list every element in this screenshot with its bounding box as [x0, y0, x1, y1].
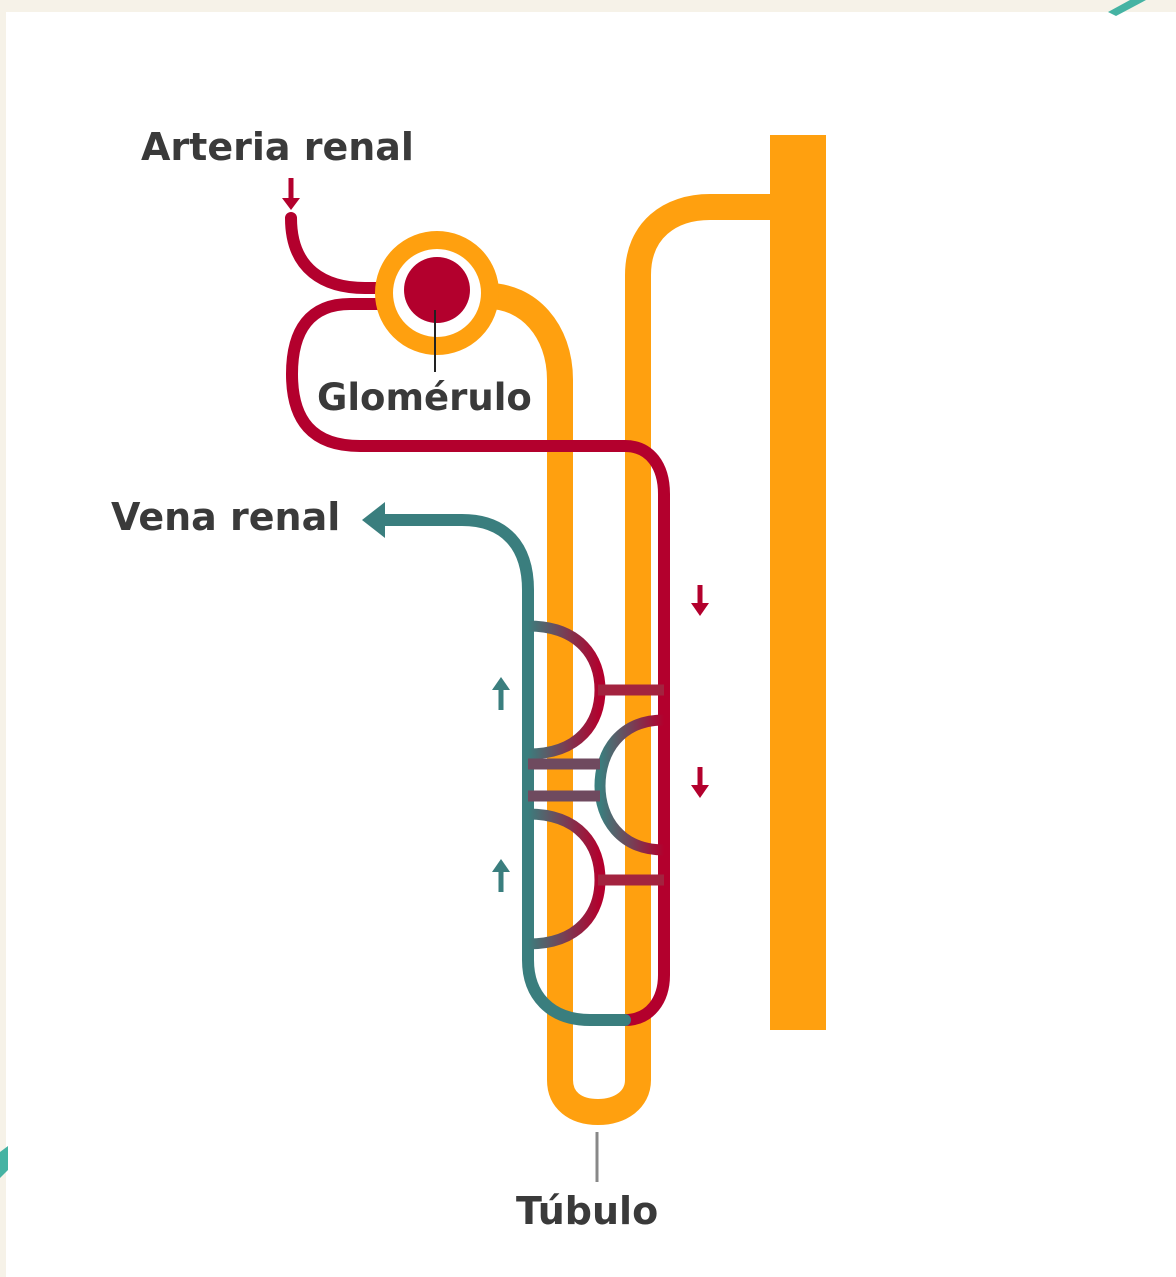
vein-up-arrow-1 [492, 677, 510, 710]
label-glomerulo: Glomérulo [317, 376, 532, 419]
artery-down-arrow-top [282, 178, 300, 210]
corner-accent-top [1108, 0, 1146, 16]
corner-accent-bottom [0, 1146, 8, 1178]
glomerulus [404, 257, 470, 323]
renal-vein [380, 520, 625, 1020]
label-vena-renal: Vena renal [111, 495, 340, 539]
label-arteria-renal: Arteria renal [141, 125, 414, 169]
label-tubulo: Túbulo [516, 1189, 658, 1233]
vein-up-arrow-2 [492, 859, 510, 892]
artery-down-arrow-1 [691, 585, 709, 616]
collecting-duct [770, 135, 826, 1030]
artery-down-arrow-2 [691, 767, 709, 798]
vein-arrow-head [362, 502, 385, 538]
